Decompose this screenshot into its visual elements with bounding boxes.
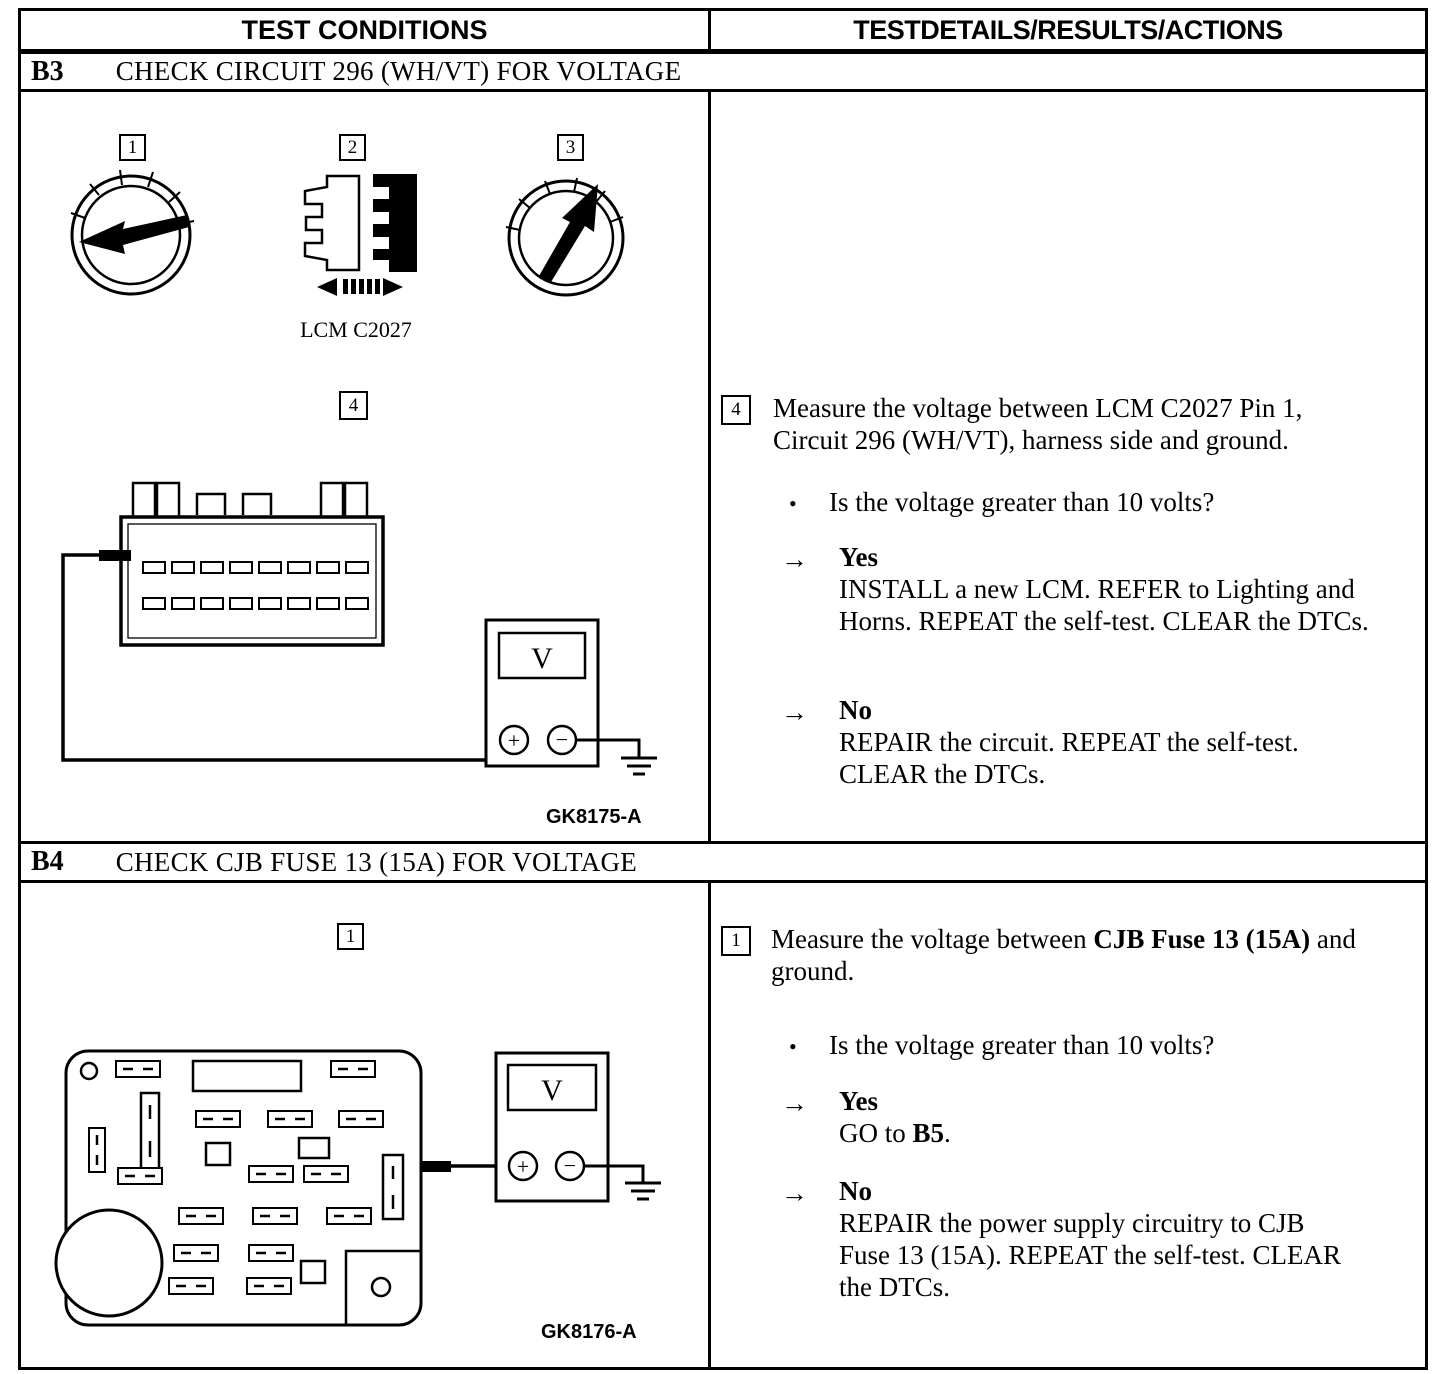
b4-no-result: No REPAIR the power supply circuitry to … [839,1175,1359,1303]
b3-no-action: REPAIR the circuit. REPEAT the self-test… [839,727,1299,789]
lcm-connector-pinout-diagram [61,481,516,762]
probe-tip [99,550,131,561]
step-badge-2: 2 [339,134,366,161]
lcm-connector-label: LCM C2027 [300,317,412,342]
b3-step-number-badge: 4 [721,395,751,425]
b4-diagram: V + − [54,1049,661,1327]
b4-question: Is the voltage greater than 10 volts? [829,1030,1215,1060]
b3-question-row: • Is the voltage greater than 10 volts? [789,486,1379,520]
b3-yes-result: Yes INSTALL a new LCM. REFER to Lighting… [839,541,1384,637]
section-b4-header-row: B4 CHECK CJB FUSE 13 (15A) FOR VOLTAGE [21,844,1425,883]
b4-yes-result: Yes GO to B5. [839,1085,1384,1149]
positive-terminal-label: + [517,1154,529,1179]
voltmeter-display-label: V [531,642,553,675]
b4-yes-label: Yes [839,1086,878,1116]
voltmeter-icon: V + − [494,1051,661,1203]
section-b4-id: B4 [31,846,64,877]
b4-step-instruction: Measure the voltage between CJB Fuse 13 … [771,923,1396,987]
b4-step-number-badge: 1 [721,926,751,956]
b4-question-row: • Is the voltage greater than 10 volts? [789,1029,1379,1063]
ground-symbol-icon [576,738,657,776]
step-badge-1: 1 [119,134,146,161]
b3-no-result: No REPAIR the circuit. REPEAT the self-t… [839,694,1384,790]
section-b3-header-row: B3 CHECK CIRCUIT 296 (WH/VT) FOR VOLTAGE [21,54,1425,92]
section-b4-body-row: 1 [21,883,1425,1367]
positive-terminal-label: + [508,728,520,753]
lcm-connector-icon [303,174,417,296]
ignition-switch-off-icon [70,169,195,296]
table-header-row: TEST CONDITIONS TESTDETAILS/RESULTS/ACTI… [21,11,1425,54]
ground-symbol-icon [584,1164,661,1201]
b3-test-conditions-cell: 1 2 3 4 [21,92,711,841]
b4-go-target: B5 [912,1118,945,1148]
negative-terminal-label: − [564,1153,576,1178]
b3-step-instruction: Measure the voltage between LCM C2027 Pi… [773,393,1303,455]
pinpoint-test-table: TEST CONDITIONS TESTDETAILS/RESULTS/ACTI… [18,8,1428,1370]
b4-yes-action: GO to B5. [839,1117,1384,1149]
b4-details-cell: 1 Measure the voltage between CJB Fuse 1… [711,883,1425,1367]
b3-no-label: No [839,695,872,725]
b4-instruction-prefix: Measure the voltage between [771,924,1094,954]
voltmeter-icon: V + − [484,618,657,776]
ignition-switch-run-icon [505,177,625,297]
step-badge-4: 4 [339,391,368,420]
b4-figure-code: GK8176-A [541,1321,637,1343]
b4-test-conditions-cell: 1 [21,883,711,1367]
b3-yes-action: INSTALL a new LCM. REFER to Lighting and… [839,574,1369,636]
section-b4-title: CHECK CJB FUSE 13 (15A) FOR VOLTAGE [115,846,638,877]
no-arrow-icon: → [781,1178,808,1208]
fuse-box-diagram [54,1049,509,1327]
step-badge-1: 1 [337,923,364,950]
b4-no-label: No [839,1176,872,1206]
b4-go-prefix: GO to [839,1118,913,1148]
no-arrow-icon: → [781,697,808,727]
b3-yes-label: Yes [839,542,878,572]
b4-no-action: REPAIR the power supply circuitry to CJB… [839,1208,1341,1302]
b3-diagram: V + − [61,169,657,776]
column-header-test-conditions: TEST CONDITIONS [21,11,711,49]
voltmeter-display-label: V [541,1074,563,1107]
b3-details-cell: 4 Measure the voltage between LCM C2027 … [711,92,1425,841]
yes-arrow-icon: → [781,544,808,574]
plug-direction-arrows-icon [317,278,403,296]
section-b3-body-row: 1 2 3 4 [21,92,1425,844]
bullet-icon: • [789,1034,797,1059]
section-b3-title: CHECK CIRCUIT 296 (WH/VT) FOR VOLTAGE [115,56,682,86]
b3-figure-code: GK8175-A [546,806,642,828]
b4-go-suffix: . [944,1118,951,1148]
b4-instruction-fuse-ref: CJB Fuse 13 (15A) [1093,924,1311,954]
bullet-icon: • [789,491,797,516]
b3-question: Is the voltage greater than 10 volts? [829,487,1215,517]
section-b3-id: B3 [31,55,64,87]
grommet-circle [54,1208,164,1318]
negative-terminal-label: − [556,727,568,752]
key-position-arrow [539,184,598,282]
key-position-arrow [79,215,189,254]
step-badge-3: 3 [557,134,584,161]
column-header-test-details: TESTDETAILS/RESULTS/ACTIONS [853,14,1283,45]
b4-instruction-suffix: and ground. [771,924,1356,986]
yes-arrow-icon: → [781,1088,808,1118]
